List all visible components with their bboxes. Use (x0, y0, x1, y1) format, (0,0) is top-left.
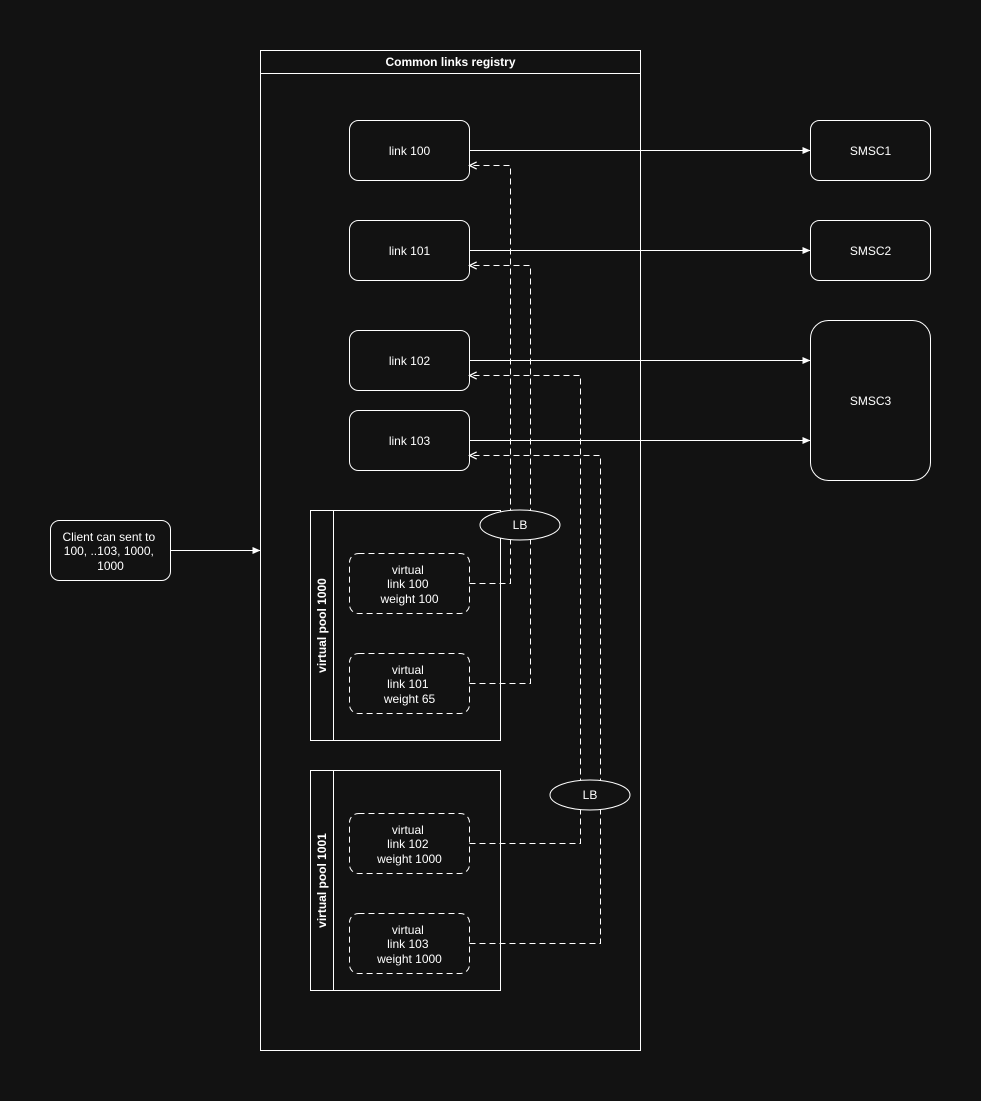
virtual-link-100[interactable]: virtual link 100 weight 100 (349, 553, 470, 614)
smsc-label: SMSC3 (850, 394, 892, 408)
virtual-link-101[interactable]: virtual link 101 weight 65 (349, 653, 470, 714)
smsc-node-2[interactable]: SMSC2 (810, 220, 931, 281)
virtual-link-label: virtual link 103 weight 1000 (376, 923, 442, 966)
link-node-102[interactable]: link 102 (349, 330, 470, 391)
lb-label: LB (513, 518, 528, 532)
link-label: link 100 (389, 144, 431, 158)
link-label: link 101 (389, 244, 431, 258)
smsc-node-3[interactable]: SMSC3 (810, 320, 931, 481)
link-label: link 103 (389, 434, 431, 448)
load-balancer-pool-1000: LB (479, 509, 561, 541)
virtual-link-label: virtual link 102 weight 1000 (376, 823, 442, 866)
link-node-103[interactable]: link 103 (349, 410, 470, 471)
registry-title: Common links registry (385, 55, 515, 69)
edge-vlink102-link102 (470, 376, 581, 844)
client-node[interactable]: Client can sent to 100, ..103, 1000, 100… (50, 520, 171, 581)
smsc-label: SMSC1 (850, 144, 892, 158)
edge-vlink100-link100 (470, 166, 511, 584)
virtual-link-label: virtual link 100 weight 100 (379, 563, 438, 606)
client-label: Client can sent to 100, ..103, 1000, 100… (62, 530, 158, 573)
smsc-node-1[interactable]: SMSC1 (810, 120, 931, 181)
link-node-101[interactable]: link 101 (349, 220, 470, 281)
smsc-label: SMSC2 (850, 244, 892, 258)
link-node-100[interactable]: link 100 (349, 120, 470, 181)
link-label: link 102 (389, 354, 431, 368)
edge-vlink101-link101 (470, 266, 531, 684)
load-balancer-pool-1001: LB (549, 779, 631, 811)
virtual-link-102[interactable]: virtual link 102 weight 1000 (349, 813, 470, 874)
lb-label: LB (583, 788, 598, 802)
virtual-link-label: virtual link 101 weight 65 (383, 663, 436, 706)
virtual-link-103[interactable]: virtual link 103 weight 1000 (349, 913, 470, 974)
edge-vlink103-link103 (470, 456, 601, 944)
pool-title: virtual pool 1000 (315, 578, 329, 673)
pool-title: virtual pool 1001 (315, 833, 329, 928)
